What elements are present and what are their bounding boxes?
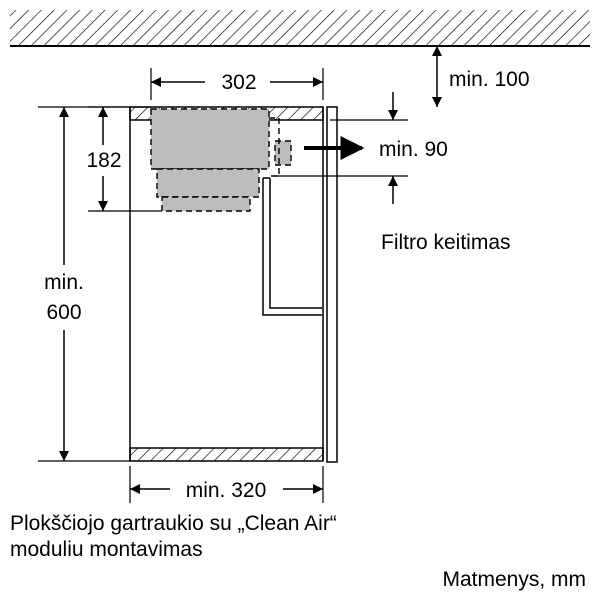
diagram-caption: Plokščiojo gartraukio su „Clean Air“ mod… <box>10 511 337 563</box>
caption-line-1: Plokščiojo gartraukio su „Clean Air“ <box>10 512 337 535</box>
ceiling <box>10 10 590 47</box>
hood-module <box>150 108 292 212</box>
dim-min-filter-gap: min. 90 <box>379 138 448 161</box>
dimension-min-100: min. 100 <box>432 46 530 107</box>
cabinet-door <box>326 106 338 463</box>
dim-min-height-line2: 600 <box>46 301 81 324</box>
dimension-302: 302 <box>150 68 324 100</box>
dim-width-top: 302 <box>221 71 256 94</box>
units-note: Matmenys, mm <box>442 568 586 591</box>
dimension-min-90: min. 90 <box>276 92 448 204</box>
dimension-min-600: min. 600 <box>38 106 130 462</box>
dim-min-depth-top: min. 100 <box>449 68 530 91</box>
dimension-min-320: min. 320 <box>129 466 324 503</box>
filter-change-label: Filtro keitimas <box>381 231 511 254</box>
dim-min-height-line1: min. <box>44 271 84 294</box>
dim-height-module: 182 <box>86 149 121 172</box>
caption-line-2: moduliu montavimas <box>10 538 203 561</box>
dim-min-width-bottom: min. 320 <box>186 479 267 502</box>
cabinet-shelf <box>262 178 322 316</box>
